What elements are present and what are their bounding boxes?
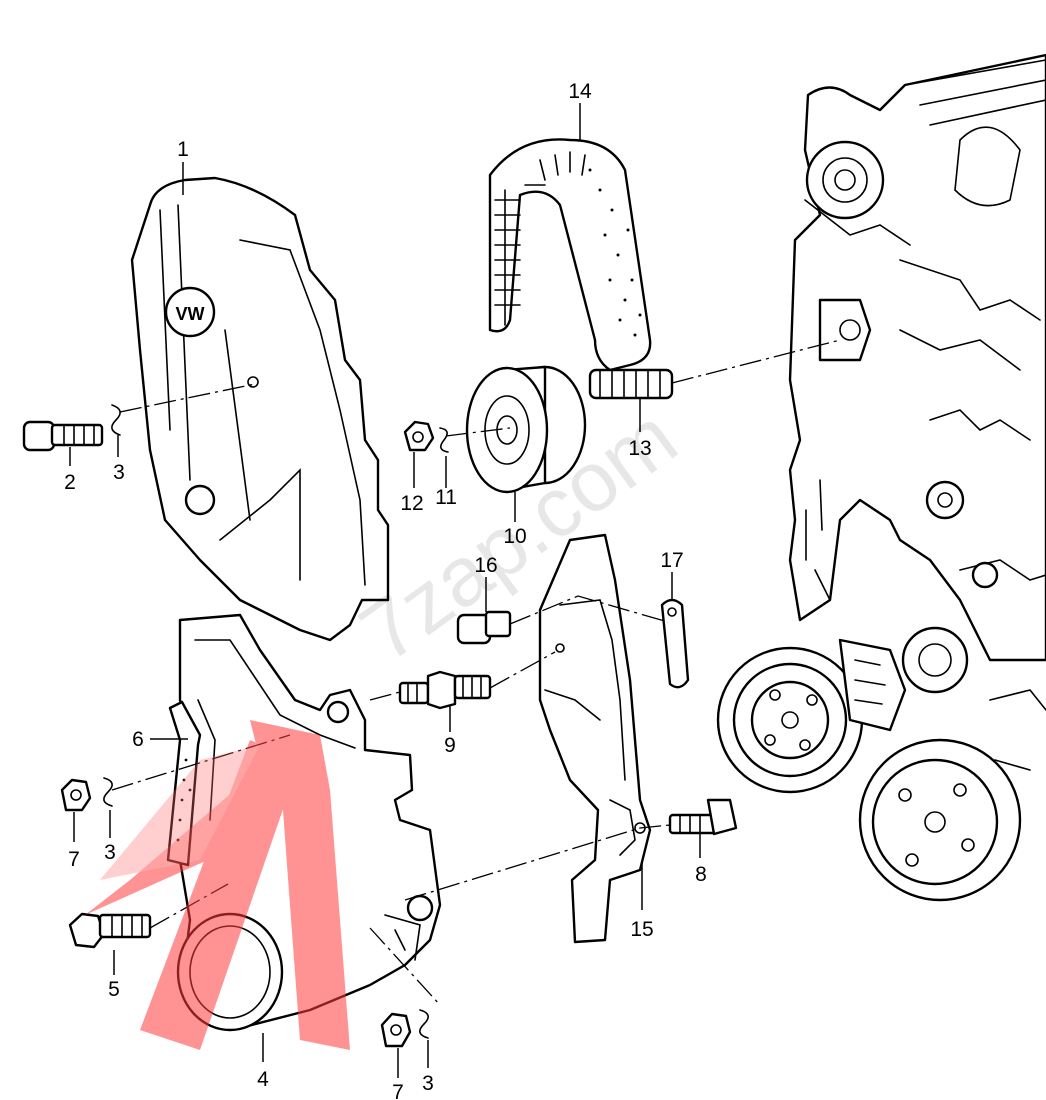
bracket-strip-6 bbox=[166, 700, 202, 867]
callout-10: 10 bbox=[503, 525, 526, 548]
rear-guard-15 bbox=[538, 533, 652, 944]
toothed-belt bbox=[488, 138, 652, 372]
callout-2: 2 bbox=[64, 471, 76, 494]
callout-7-bottom: 7 bbox=[392, 1081, 404, 1100]
nut-7a bbox=[60, 778, 92, 812]
red-arrow-highlight-icon bbox=[85, 720, 350, 1050]
nut-12 bbox=[403, 420, 435, 452]
callout-13: 13 bbox=[628, 437, 651, 460]
callout-4: 4 bbox=[257, 1068, 269, 1091]
callout-15: 15 bbox=[630, 918, 653, 941]
callout-6: 6 bbox=[132, 728, 144, 751]
crank-pulley-assembly bbox=[716, 626, 1046, 902]
callout-8: 8 bbox=[695, 863, 707, 886]
bolt-8 bbox=[668, 798, 738, 836]
bolt-2 bbox=[22, 420, 104, 452]
belt-fabric-dots bbox=[588, 168, 642, 337]
callout-3-left: 3 bbox=[104, 841, 116, 864]
callout-1: 1 bbox=[177, 138, 189, 161]
callout-3-upper: 3 bbox=[113, 461, 125, 484]
tensioning-roller bbox=[465, 365, 587, 494]
callout-17: 17 bbox=[660, 549, 683, 572]
leader-lines bbox=[69, 103, 701, 1078]
callout-5: 5 bbox=[108, 978, 120, 1001]
spring-washer-3a bbox=[111, 404, 121, 436]
callout-7-left: 7 bbox=[68, 848, 80, 871]
upper-belt-guard: VW bbox=[130, 176, 390, 642]
spring-washer-3c bbox=[419, 1009, 429, 1039]
spring-washer-11 bbox=[439, 427, 449, 453]
plate-17 bbox=[660, 598, 690, 689]
spring-washer-3b bbox=[103, 777, 113, 807]
nut-7b bbox=[380, 1012, 412, 1048]
callout-12: 12 bbox=[400, 492, 423, 515]
stud-13 bbox=[588, 368, 674, 400]
callout-11: 11 bbox=[435, 486, 457, 509]
callout-16: 16 bbox=[474, 554, 497, 577]
callout-14: 14 bbox=[568, 80, 592, 103]
vw-logo-text: VW bbox=[176, 304, 205, 324]
bolt-5 bbox=[68, 912, 152, 949]
stud-9 bbox=[398, 670, 492, 710]
callout-3-bottom: 3 bbox=[422, 1072, 434, 1095]
engine-block bbox=[788, 53, 1046, 662]
callout-labels: 1 2 3 14 13 12 11 10 16 17 9 6 7 3 8 15 … bbox=[64, 80, 707, 1100]
callout-9: 9 bbox=[444, 734, 456, 757]
